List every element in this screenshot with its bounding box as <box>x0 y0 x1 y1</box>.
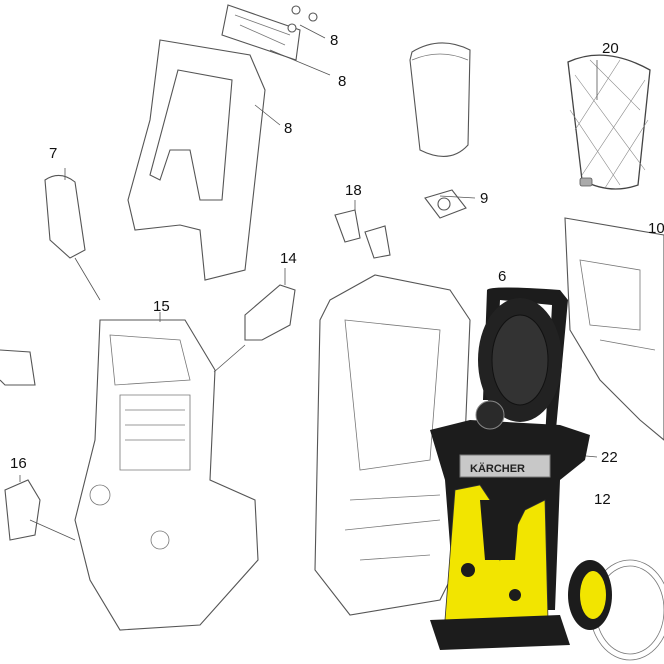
part-holder-16 <box>4 479 41 541</box>
callout-20: 20 <box>602 40 619 57</box>
pressure-washer-machine: KÄRCHER <box>430 287 612 650</box>
brand-logo: KÄRCHER <box>470 462 525 475</box>
callout-8: 8 <box>284 120 293 137</box>
part-left-partial <box>0 349 36 386</box>
part-screws <box>287 5 318 33</box>
callout-22: 22 <box>601 449 618 466</box>
part-clip-14 <box>244 284 296 341</box>
leader-lines <box>19 24 598 541</box>
part-handle-frame <box>127 39 266 281</box>
callout-9: 9 <box>480 190 489 207</box>
part-connectors <box>334 209 391 259</box>
callout-16: 16 <box>10 455 27 472</box>
callout-7: 7 <box>49 145 58 162</box>
callout-8: 8 <box>330 32 339 49</box>
part-detergent-tank <box>409 42 471 219</box>
part-front-housing <box>74 319 259 631</box>
callout-12: 12 <box>594 491 611 508</box>
callout-8: 8 <box>338 73 347 90</box>
callout-14: 14 <box>280 250 297 267</box>
part-handle-clip <box>221 4 301 61</box>
part-side-housing <box>564 217 664 441</box>
callout-15: 15 <box>153 298 170 315</box>
callout-18: 18 <box>345 182 362 199</box>
part-filter-net <box>567 54 651 190</box>
callout-6: 6 <box>498 268 507 285</box>
callout-10: 10 <box>648 220 664 237</box>
part-cover-7 <box>44 174 86 259</box>
